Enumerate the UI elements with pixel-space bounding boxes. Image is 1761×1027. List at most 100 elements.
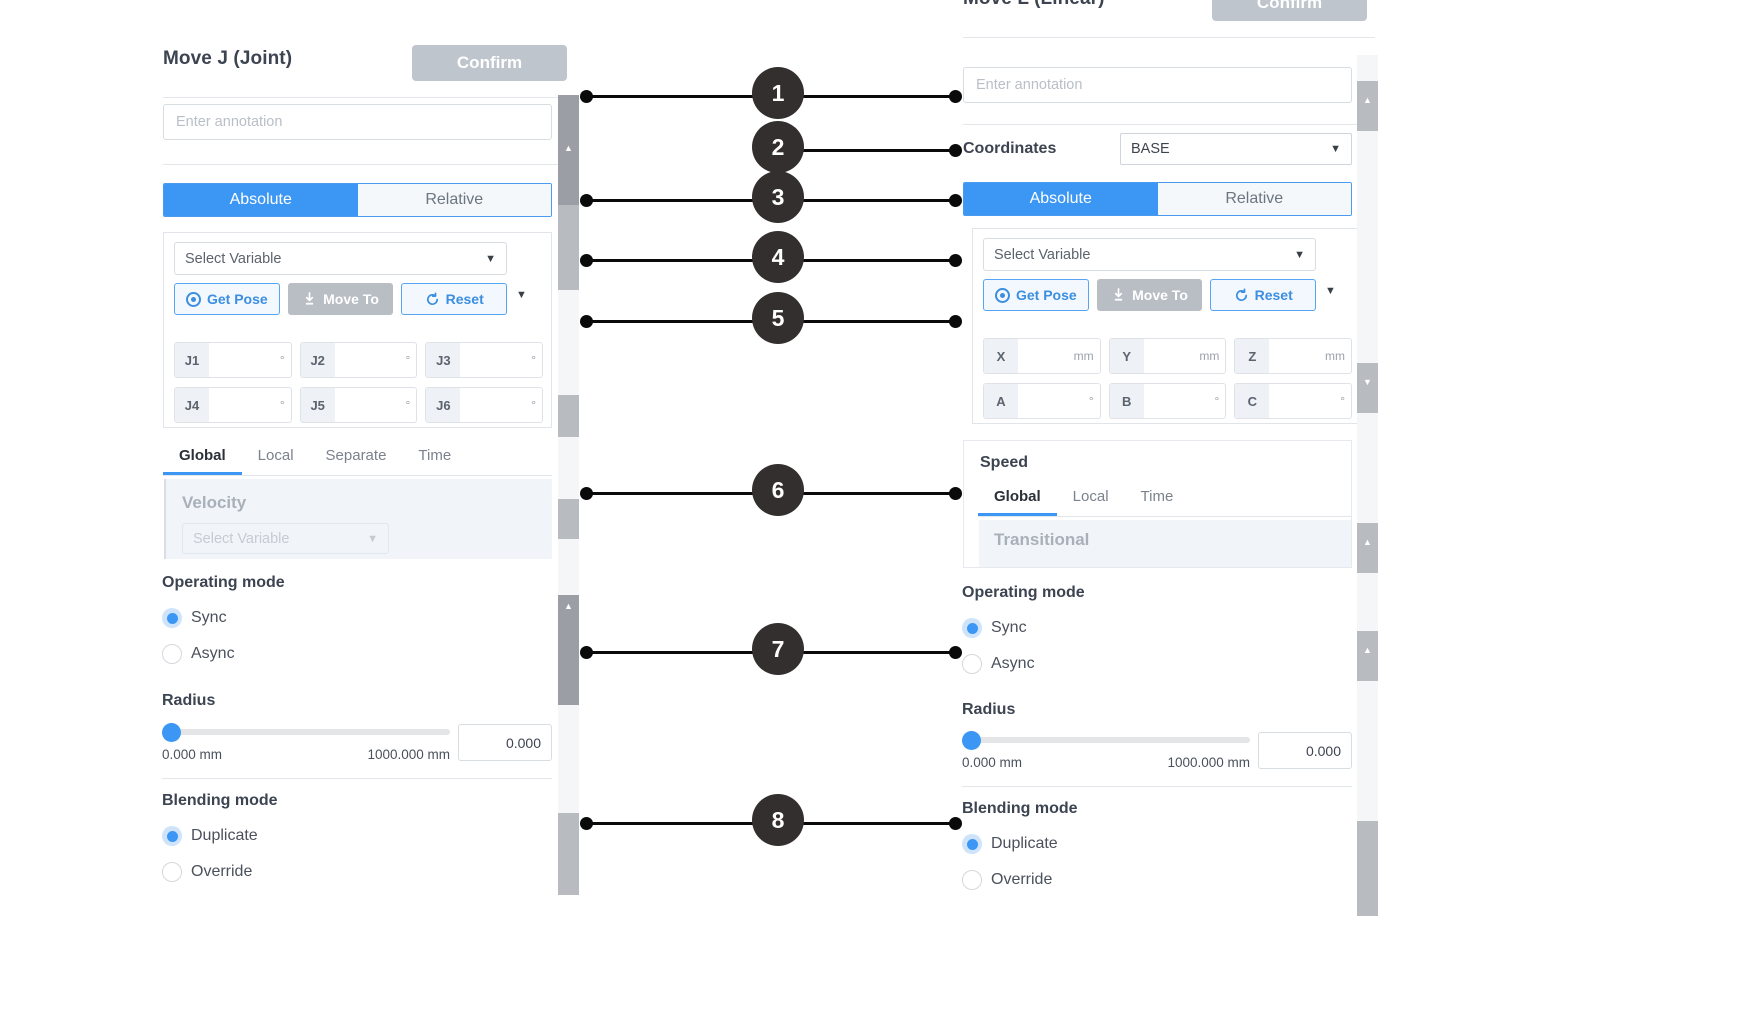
download-icon bbox=[302, 291, 317, 307]
radius-value-input-left[interactable]: 0.000 bbox=[458, 724, 552, 761]
tab-time-left[interactable]: Time bbox=[418, 447, 452, 464]
move-to-button-right[interactable]: Move To bbox=[1096, 279, 1203, 311]
pose-field-c[interactable]: C ° bbox=[1234, 383, 1353, 419]
divider bbox=[163, 164, 575, 165]
reset-button-right[interactable]: Reset bbox=[1210, 279, 1317, 311]
slider-knob[interactable] bbox=[962, 731, 981, 750]
tab-absolute-left[interactable]: Absolute bbox=[164, 184, 358, 216]
joint-field-j1[interactable]: J1 ° bbox=[174, 342, 292, 378]
scrollbar-thumb-4[interactable]: ▲ bbox=[1357, 631, 1378, 681]
speed-tabs-left[interactable]: Global Local Separate Time bbox=[163, 440, 552, 476]
scrollbar-track-5[interactable] bbox=[1357, 681, 1378, 821]
radio-override-left[interactable]: Override bbox=[162, 862, 252, 882]
scrollbar-thumb-1[interactable]: ▲ bbox=[1357, 81, 1378, 131]
radio-async-right[interactable]: Async bbox=[962, 654, 1035, 674]
joint-field-j4[interactable]: J4 ° bbox=[174, 387, 292, 423]
connector-dot-left-5 bbox=[580, 315, 593, 328]
radius-max-label: 1000.000 mm bbox=[367, 747, 450, 762]
get-pose-button-left[interactable]: Get Pose bbox=[174, 283, 280, 315]
radius-value-input-right[interactable]: 0.000 bbox=[1258, 732, 1352, 769]
radio-sync-left[interactable]: Sync bbox=[162, 608, 227, 628]
callout-2: 2 bbox=[752, 121, 804, 173]
get-pose-label: Get Pose bbox=[1015, 287, 1077, 303]
scrollbar-track-4[interactable] bbox=[1357, 573, 1378, 631]
scrollbar-thumb-4[interactable]: ▲ bbox=[558, 595, 579, 705]
scrollbar-thumb-5[interactable] bbox=[558, 813, 579, 895]
radio-selected-icon bbox=[162, 608, 182, 628]
get-pose-label: Get Pose bbox=[206, 291, 268, 307]
scrollbar-thumb-3[interactable]: ▲ bbox=[1357, 523, 1378, 573]
tab-global-left[interactable]: Global bbox=[163, 440, 242, 475]
connector-dot-left-1 bbox=[580, 90, 593, 103]
abs-rel-toggle-right[interactable]: Absolute Relative bbox=[963, 182, 1352, 216]
tab-absolute-right[interactable]: Absolute bbox=[964, 183, 1158, 215]
select-variable-right[interactable]: Select Variable ▼ bbox=[983, 238, 1316, 271]
radio-duplicate-right[interactable]: Duplicate bbox=[962, 834, 1058, 854]
pose-field-z[interactable]: Z mm bbox=[1234, 338, 1353, 374]
expand-chevron-icon-left[interactable]: ▼ bbox=[516, 289, 527, 301]
tab-time-right[interactable]: Time bbox=[1140, 488, 1174, 505]
tab-local-left[interactable]: Local bbox=[257, 447, 294, 464]
velocity-select-left[interactable]: Select Variable ▼ bbox=[182, 523, 389, 554]
tab-global-right[interactable]: Global bbox=[978, 481, 1057, 516]
radio-unselected-icon bbox=[162, 644, 182, 664]
radius-slider-left[interactable] bbox=[162, 723, 450, 742]
velocity-pane-left: Velocity Select Variable ▼ bbox=[164, 479, 552, 559]
scrollbar-track-5[interactable] bbox=[558, 705, 579, 813]
scrollbar-track-1[interactable] bbox=[1357, 55, 1378, 81]
coordinates-value: BASE bbox=[1131, 141, 1170, 157]
scrollbar-left[interactable]: ▲ ▲ bbox=[558, 95, 579, 895]
callout-3: 3 bbox=[752, 171, 804, 223]
scrollbar-track-1[interactable] bbox=[558, 205, 579, 290]
scrollbar-track-3[interactable] bbox=[1357, 413, 1378, 523]
radio-async-left[interactable]: Async bbox=[162, 644, 235, 664]
select-variable-left[interactable]: Select Variable ▼ bbox=[174, 242, 507, 275]
abs-rel-toggle-left[interactable]: Absolute Relative bbox=[163, 183, 552, 217]
radius-slider-right[interactable] bbox=[962, 731, 1250, 750]
scrollbar-thumb-2[interactable]: ▼ bbox=[1357, 363, 1378, 413]
pose-field-y[interactable]: Y mm bbox=[1108, 338, 1227, 374]
radio-duplicate-left[interactable]: Duplicate bbox=[162, 826, 258, 846]
divider bbox=[963, 37, 1375, 38]
radio-override-right[interactable]: Override bbox=[962, 870, 1052, 890]
tab-relative-right[interactable]: Relative bbox=[1157, 183, 1351, 215]
tab-relative-left[interactable]: Relative bbox=[357, 184, 551, 216]
tab-separate-left[interactable]: Separate bbox=[325, 447, 387, 464]
confirm-button-right[interactable]: Confirm bbox=[1212, 0, 1367, 21]
scrollbar-track-4[interactable] bbox=[558, 539, 579, 595]
target-icon bbox=[994, 287, 1010, 303]
scrollbar-thumb-5[interactable] bbox=[1357, 821, 1378, 916]
confirm-button-left[interactable]: Confirm bbox=[412, 45, 567, 81]
scrollbar-thumb-3[interactable] bbox=[558, 499, 579, 539]
speed-tabs-right[interactable]: Global Local Time bbox=[978, 481, 1351, 517]
expand-chevron-icon-right[interactable]: ▼ bbox=[1325, 285, 1336, 297]
pose-field-x[interactable]: X mm bbox=[983, 338, 1101, 374]
joint-field-j3[interactable]: J3 ° bbox=[425, 342, 544, 378]
radius-min-label: 0.000 mm bbox=[162, 747, 223, 762]
annotation-input-left[interactable] bbox=[163, 104, 552, 140]
slider-knob[interactable] bbox=[162, 723, 181, 742]
scrollbar-thumb-1[interactable]: ▲ bbox=[558, 95, 579, 205]
annotation-input-right[interactable] bbox=[963, 67, 1352, 103]
scrollbar-track-2[interactable] bbox=[1357, 131, 1378, 363]
joint-field-j2[interactable]: J2 ° bbox=[299, 342, 418, 378]
coordinates-select[interactable]: BASE ▼ bbox=[1120, 133, 1352, 165]
connector-dot-left-8 bbox=[580, 817, 593, 830]
connector-dot-right-2 bbox=[949, 144, 962, 157]
joint-field-j5[interactable]: J5 ° bbox=[299, 387, 418, 423]
tab-local-right[interactable]: Local bbox=[1072, 488, 1109, 505]
scrollbar-track-2[interactable] bbox=[558, 290, 579, 395]
reset-button-left[interactable]: Reset bbox=[401, 283, 508, 315]
pose-field-b[interactable]: B ° bbox=[1108, 383, 1227, 419]
get-pose-button-right[interactable]: Get Pose bbox=[983, 279, 1089, 311]
radio-unselected-icon bbox=[962, 870, 982, 890]
scrollbar-track-3[interactable] bbox=[558, 437, 579, 499]
joint-field-j6[interactable]: J6 ° bbox=[425, 387, 544, 423]
pose-field-a[interactable]: A ° bbox=[983, 383, 1101, 419]
callout-6: 6 bbox=[752, 464, 804, 516]
speed-card-title: Speed bbox=[980, 454, 1029, 471]
radio-sync-right[interactable]: Sync bbox=[962, 618, 1027, 638]
scrollbar-right[interactable]: ▲ ▼ ▲ ▲ bbox=[1357, 55, 1378, 916]
scrollbar-thumb-2[interactable] bbox=[558, 395, 579, 437]
move-to-button-left[interactable]: Move To bbox=[287, 283, 394, 315]
